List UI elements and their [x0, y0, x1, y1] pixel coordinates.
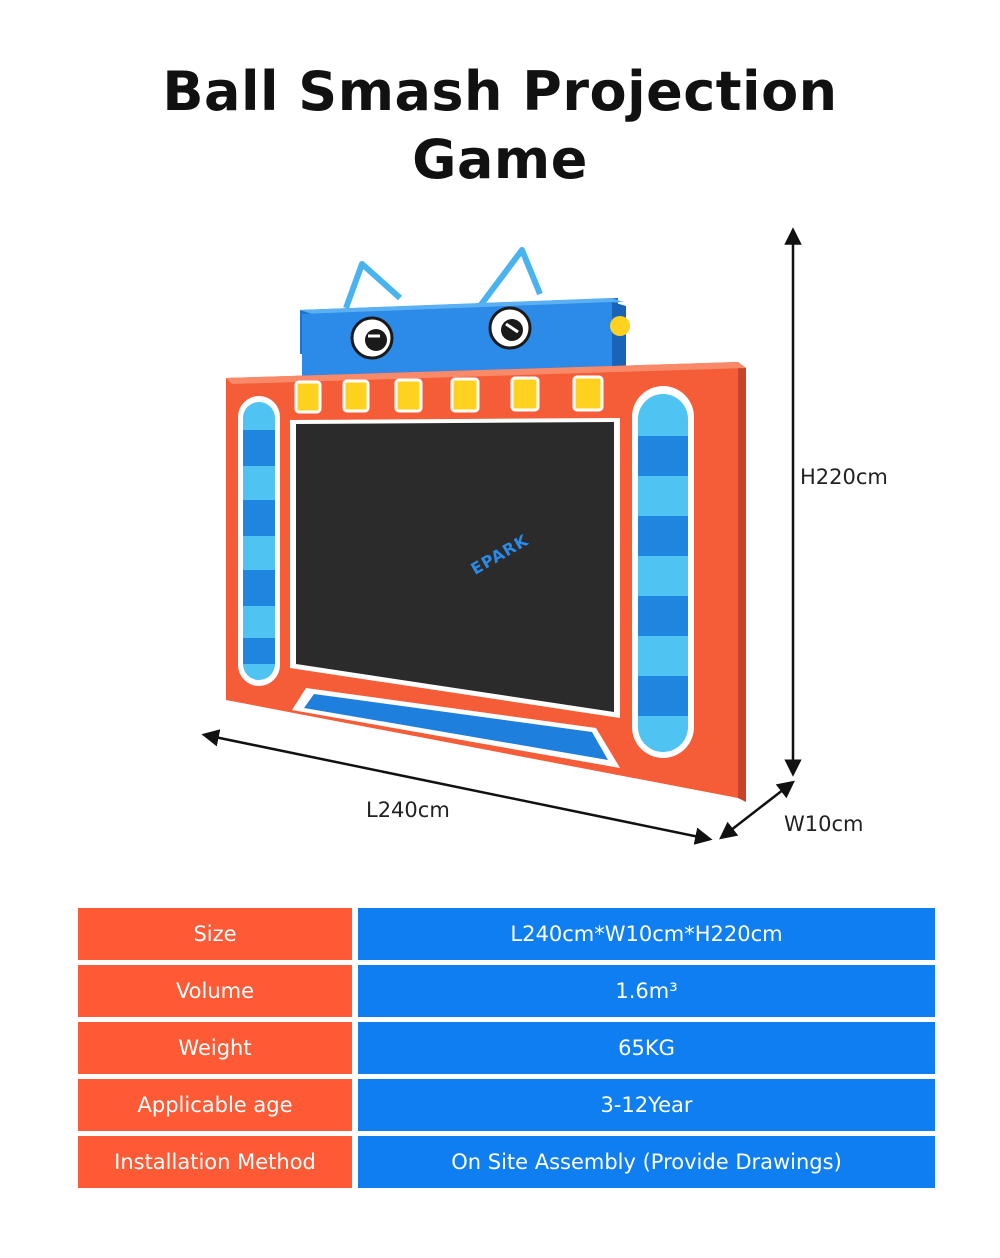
spec-table: Size L240cm*W10cm*H220cm Volume 1.6m³ We…: [78, 908, 935, 1193]
product-illustration: EPARK H220cm L240cm W10cm: [0, 210, 1000, 870]
page-title: Ball Smash Projection Game: [0, 58, 1000, 194]
ears: [343, 247, 543, 310]
dimension-lines: [201, 227, 802, 845]
length-dimension-label: L240cm: [366, 798, 450, 822]
product-drawing: [201, 227, 802, 845]
top-buttons: [294, 375, 604, 414]
spec-value: On Site Assembly (Provide Drawings): [358, 1136, 935, 1188]
spec-value: 1.6m³: [358, 965, 935, 1017]
spec-row-volume: Volume 1.6m³: [78, 965, 935, 1017]
right-tube: [632, 386, 694, 758]
spec-value: 3-12Year: [358, 1079, 935, 1131]
spec-row-weight: Weight 65KG: [78, 1022, 935, 1074]
eyes: [350, 306, 532, 360]
spec-label: Weight: [78, 1022, 352, 1074]
left-tube: [238, 396, 280, 686]
width-dimension-label: W10cm: [784, 812, 864, 836]
spec-label: Installation Method: [78, 1136, 352, 1188]
spec-row-installation-method: Installation Method On Site Assembly (Pr…: [78, 1136, 935, 1188]
page-title-line2: Game: [412, 128, 588, 191]
spec-row-size: Size L240cm*W10cm*H220cm: [78, 908, 935, 960]
page-title-line1: Ball Smash Projection: [162, 60, 838, 123]
spec-value: L240cm*W10cm*H220cm: [358, 908, 935, 960]
spec-label: Applicable age: [78, 1079, 352, 1131]
spec-label: Volume: [78, 965, 352, 1017]
spec-value: 65KG: [358, 1022, 935, 1074]
spec-label: Size: [78, 908, 352, 960]
spec-row-applicable-age: Applicable age 3-12Year: [78, 1079, 935, 1131]
projection-screen: [290, 418, 620, 718]
height-dimension-label: H220cm: [800, 465, 888, 489]
